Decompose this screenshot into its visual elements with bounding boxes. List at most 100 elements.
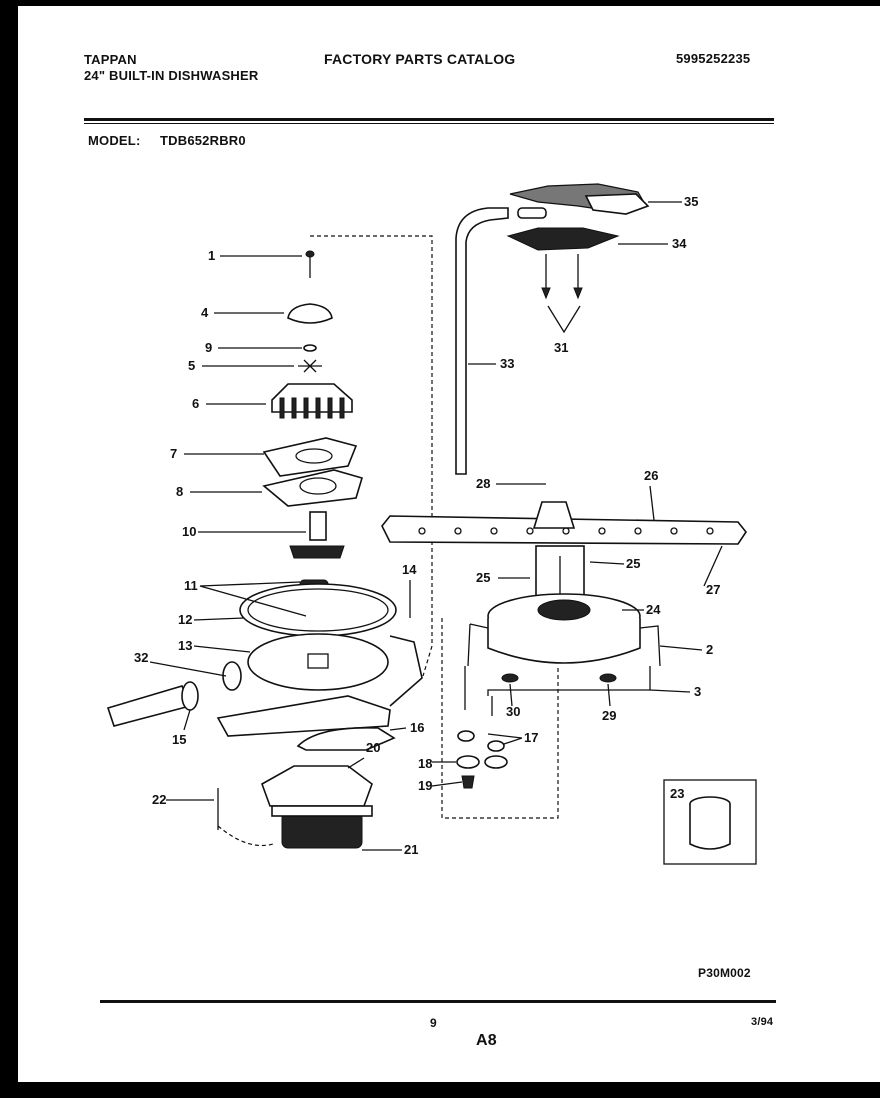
- mounting-bracket: [467, 623, 661, 667]
- callout-labels: 1495678101112133215141620222135343133282…: [134, 194, 723, 857]
- grommet-29: [599, 673, 617, 683]
- catalog-title: FACTORY PARTS CATALOG: [324, 51, 516, 67]
- callout-leader: [589, 561, 625, 565]
- gasket-18a: [456, 755, 480, 769]
- impeller-blade: [339, 397, 345, 419]
- part-23-inset-box: [663, 779, 757, 865]
- header-rule-bottom: [84, 123, 774, 124]
- callout-34: 34: [672, 236, 687, 251]
- callout-leader: [193, 645, 251, 653]
- spray-hole: [598, 527, 606, 535]
- revision-date: 3/94: [751, 1016, 774, 1028]
- callout-31-leader: [547, 305, 581, 334]
- callout-leader: [509, 683, 513, 707]
- header-rule-top: [84, 118, 774, 121]
- callout-4: 4: [201, 305, 209, 320]
- spray-tube: [455, 207, 509, 475]
- base-plate: [216, 695, 391, 737]
- footer-rule: [100, 1000, 776, 1003]
- spray-hole: [490, 527, 498, 535]
- callout-25: 25: [476, 570, 490, 585]
- callout-31: 31: [554, 340, 568, 355]
- part-23-body: [689, 804, 731, 850]
- section-code: A8: [476, 1032, 497, 1049]
- callout-30: 30: [506, 704, 520, 719]
- grommet-30: [501, 673, 519, 683]
- bolt-1-head: [305, 250, 315, 258]
- callout-2: 2: [706, 642, 713, 657]
- callout-23: 23: [670, 786, 684, 801]
- callout-25: 25: [626, 556, 640, 571]
- upper-spray-arm: [506, 227, 620, 251]
- shaft-10: [309, 511, 327, 541]
- model-label: MODEL:: [88, 133, 141, 148]
- spray-hole: [418, 527, 426, 535]
- plate-7: [262, 437, 358, 477]
- callout-19: 19: [418, 778, 432, 793]
- spray-hole: [670, 527, 678, 535]
- callout-6: 6: [192, 396, 199, 411]
- motor-21: [281, 811, 363, 849]
- motor-flange: [271, 805, 373, 817]
- dashed-boundary-lower: [441, 618, 559, 819]
- cover-4: [287, 303, 333, 324]
- impeller-blade: [327, 397, 333, 419]
- brand-name: TAPPAN: [84, 52, 137, 67]
- callout-29: 29: [602, 708, 616, 723]
- callout-32: 32: [134, 650, 148, 665]
- callout-27: 27: [706, 582, 720, 597]
- callout-leader: [659, 645, 703, 651]
- callout-35: 35: [684, 194, 698, 209]
- dashed-boundary-pump: [310, 235, 433, 677]
- upper-arm-tip: [584, 193, 650, 215]
- plate-7-hole: [295, 448, 333, 464]
- impeller-blade: [279, 397, 285, 419]
- spray-hole: [634, 527, 642, 535]
- callout-15: 15: [172, 732, 186, 747]
- spring-5: [298, 359, 322, 373]
- callout-8: 8: [176, 484, 183, 499]
- callout-leader: [183, 709, 191, 731]
- impeller-blade: [291, 397, 297, 419]
- callout-14: 14: [402, 562, 417, 577]
- screw-31a-tip: [541, 287, 551, 300]
- callout-leader: [193, 617, 245, 621]
- callout-leader: [149, 661, 227, 677]
- drawing-code: P30M002: [698, 966, 751, 980]
- sump-13-port: [307, 653, 329, 669]
- callout-leader: [703, 545, 723, 587]
- callout-1: 1: [208, 248, 215, 263]
- spray-hole: [706, 527, 714, 535]
- hose-clamp-15: [181, 681, 199, 711]
- spray-hole: [454, 527, 462, 535]
- callout-18: 18: [418, 756, 432, 771]
- product-name: 24" BUILT-IN DISHWASHER: [84, 68, 259, 83]
- catalog-page: TAPPAN 24" BUILT-IN DISHWASHER FACTORY P…: [18, 6, 880, 1082]
- callout-leader: [389, 727, 407, 731]
- callout-leader: [487, 733, 523, 745]
- callout-10: 10: [182, 524, 196, 539]
- gasket-8-hole: [299, 477, 337, 495]
- motor-mount-20: [261, 765, 373, 807]
- gasket-8: [262, 469, 363, 507]
- ring-12-inner: [247, 588, 389, 632]
- ring-12: [239, 583, 397, 637]
- lower-spray-arm: [381, 515, 747, 545]
- spray-arm-hub: [532, 501, 576, 529]
- callout-20: 20: [366, 740, 380, 755]
- sump-13: [247, 633, 389, 691]
- catalog-number: 5995252235: [676, 51, 751, 66]
- callout-26: 26: [644, 468, 658, 483]
- callout-leader: [607, 683, 611, 707]
- pump-body-side: [487, 618, 641, 664]
- bracket-16: [296, 727, 396, 751]
- dashed-motor-link: [217, 825, 274, 847]
- callout-leader: [199, 581, 307, 617]
- callout-9: 9: [205, 340, 212, 355]
- impeller-blade: [315, 397, 321, 419]
- screw-31b-tip: [573, 287, 583, 300]
- callout-leader: [431, 781, 463, 787]
- pump-body-opening: [537, 599, 591, 621]
- callout-22: 22: [152, 792, 166, 807]
- model-number: TDB652RBR0: [160, 133, 246, 148]
